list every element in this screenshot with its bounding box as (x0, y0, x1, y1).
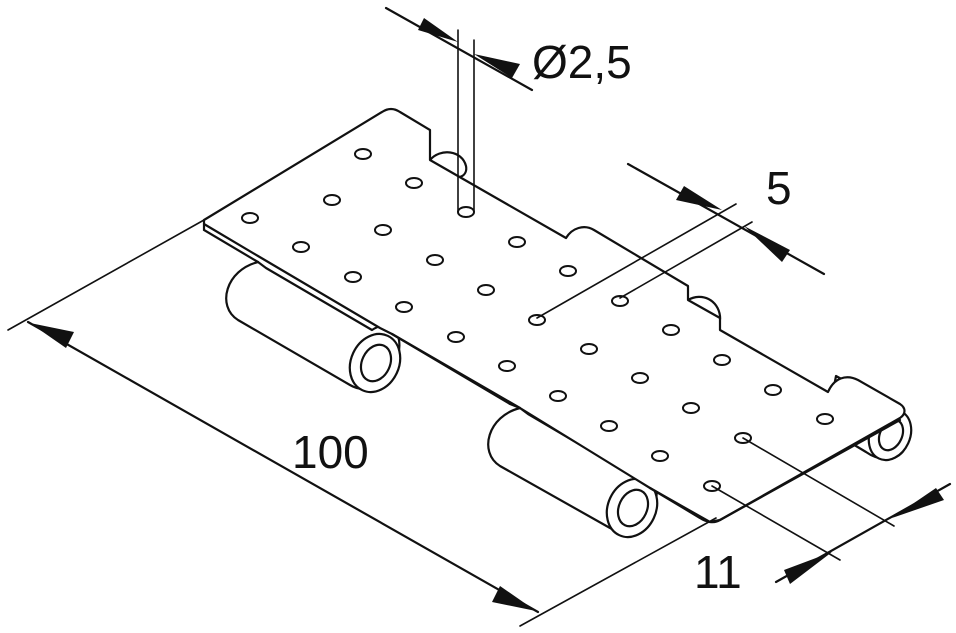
arrow-diameter-right (474, 54, 520, 78)
arrow-diameter-left (418, 18, 458, 42)
dimension-diameter: Ø2,5 (384, 6, 632, 213)
plate-edge-left (202, 222, 260, 264)
length-label: 100 (292, 426, 369, 478)
arrow-pitch-right (744, 226, 790, 262)
dimension-pitch: 5 (536, 162, 826, 319)
arrow-spacing-right (892, 488, 944, 518)
knuckle-front-left-bore (359, 343, 393, 383)
dimension-spacing: 11 (694, 437, 952, 598)
arrow-length-right (492, 586, 536, 611)
arrow-length-left (30, 323, 74, 348)
spacing-label: 11 (694, 546, 742, 598)
pitch-label: 5 (766, 162, 792, 214)
diameter-label: Ø2,5 (532, 36, 632, 88)
plate-edge-right (718, 418, 902, 522)
knuckle-front-right-bore (616, 488, 650, 528)
arrow-spacing-left (784, 552, 832, 584)
dimension-length: 100 (7, 219, 717, 627)
arrow-pitch-left (676, 186, 722, 210)
plate-edge-mid (390, 332, 522, 410)
